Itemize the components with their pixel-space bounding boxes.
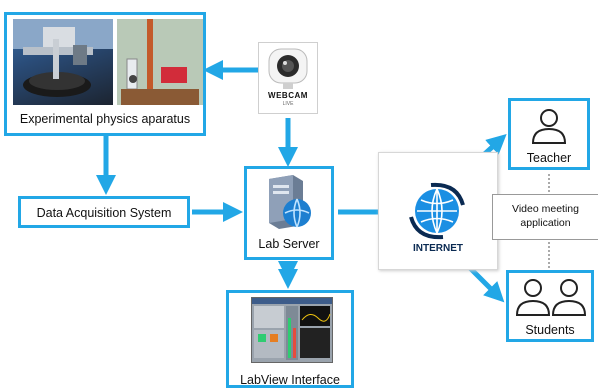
video-app-label-line2: application (520, 217, 571, 229)
internet-label: INTERNET (413, 243, 463, 254)
server-icon (269, 175, 311, 229)
labview-label: LabView Interface (240, 373, 340, 387)
video-app-box: Video meeting application (492, 194, 598, 240)
students-icon (515, 279, 587, 316)
video-app-label-line1: Video meeting (512, 203, 579, 215)
server-label: Lab Server (258, 237, 320, 251)
webcam-label: WEBCAM (268, 91, 308, 100)
webcam-sublabel: LIVE (282, 101, 294, 107)
teacher-icon (531, 109, 567, 144)
students-box: Students (506, 270, 594, 342)
apparatus-box: Experimental physics aparatus (4, 12, 206, 136)
webcam-box: WEBCAM LIVE (258, 42, 318, 114)
internet-panel: INTERNET (378, 152, 498, 270)
labview-box: LabView Interface (226, 290, 354, 388)
labview-screenshot (251, 297, 333, 363)
students-label: Students (525, 323, 575, 337)
apparatus-photo-right (117, 19, 203, 105)
daq-label: Data Acquisition System (36, 206, 172, 220)
apparatus-label: Experimental physics aparatus (19, 112, 191, 126)
globe-icon (409, 182, 465, 240)
teacher-label: Teacher (526, 151, 572, 165)
apparatus-photo-left (13, 19, 113, 105)
daq-box: Data Acquisition System (18, 196, 190, 228)
server-box: Lab Server (244, 166, 334, 260)
teacher-box: Teacher (508, 98, 590, 170)
webcam-icon (268, 48, 308, 89)
